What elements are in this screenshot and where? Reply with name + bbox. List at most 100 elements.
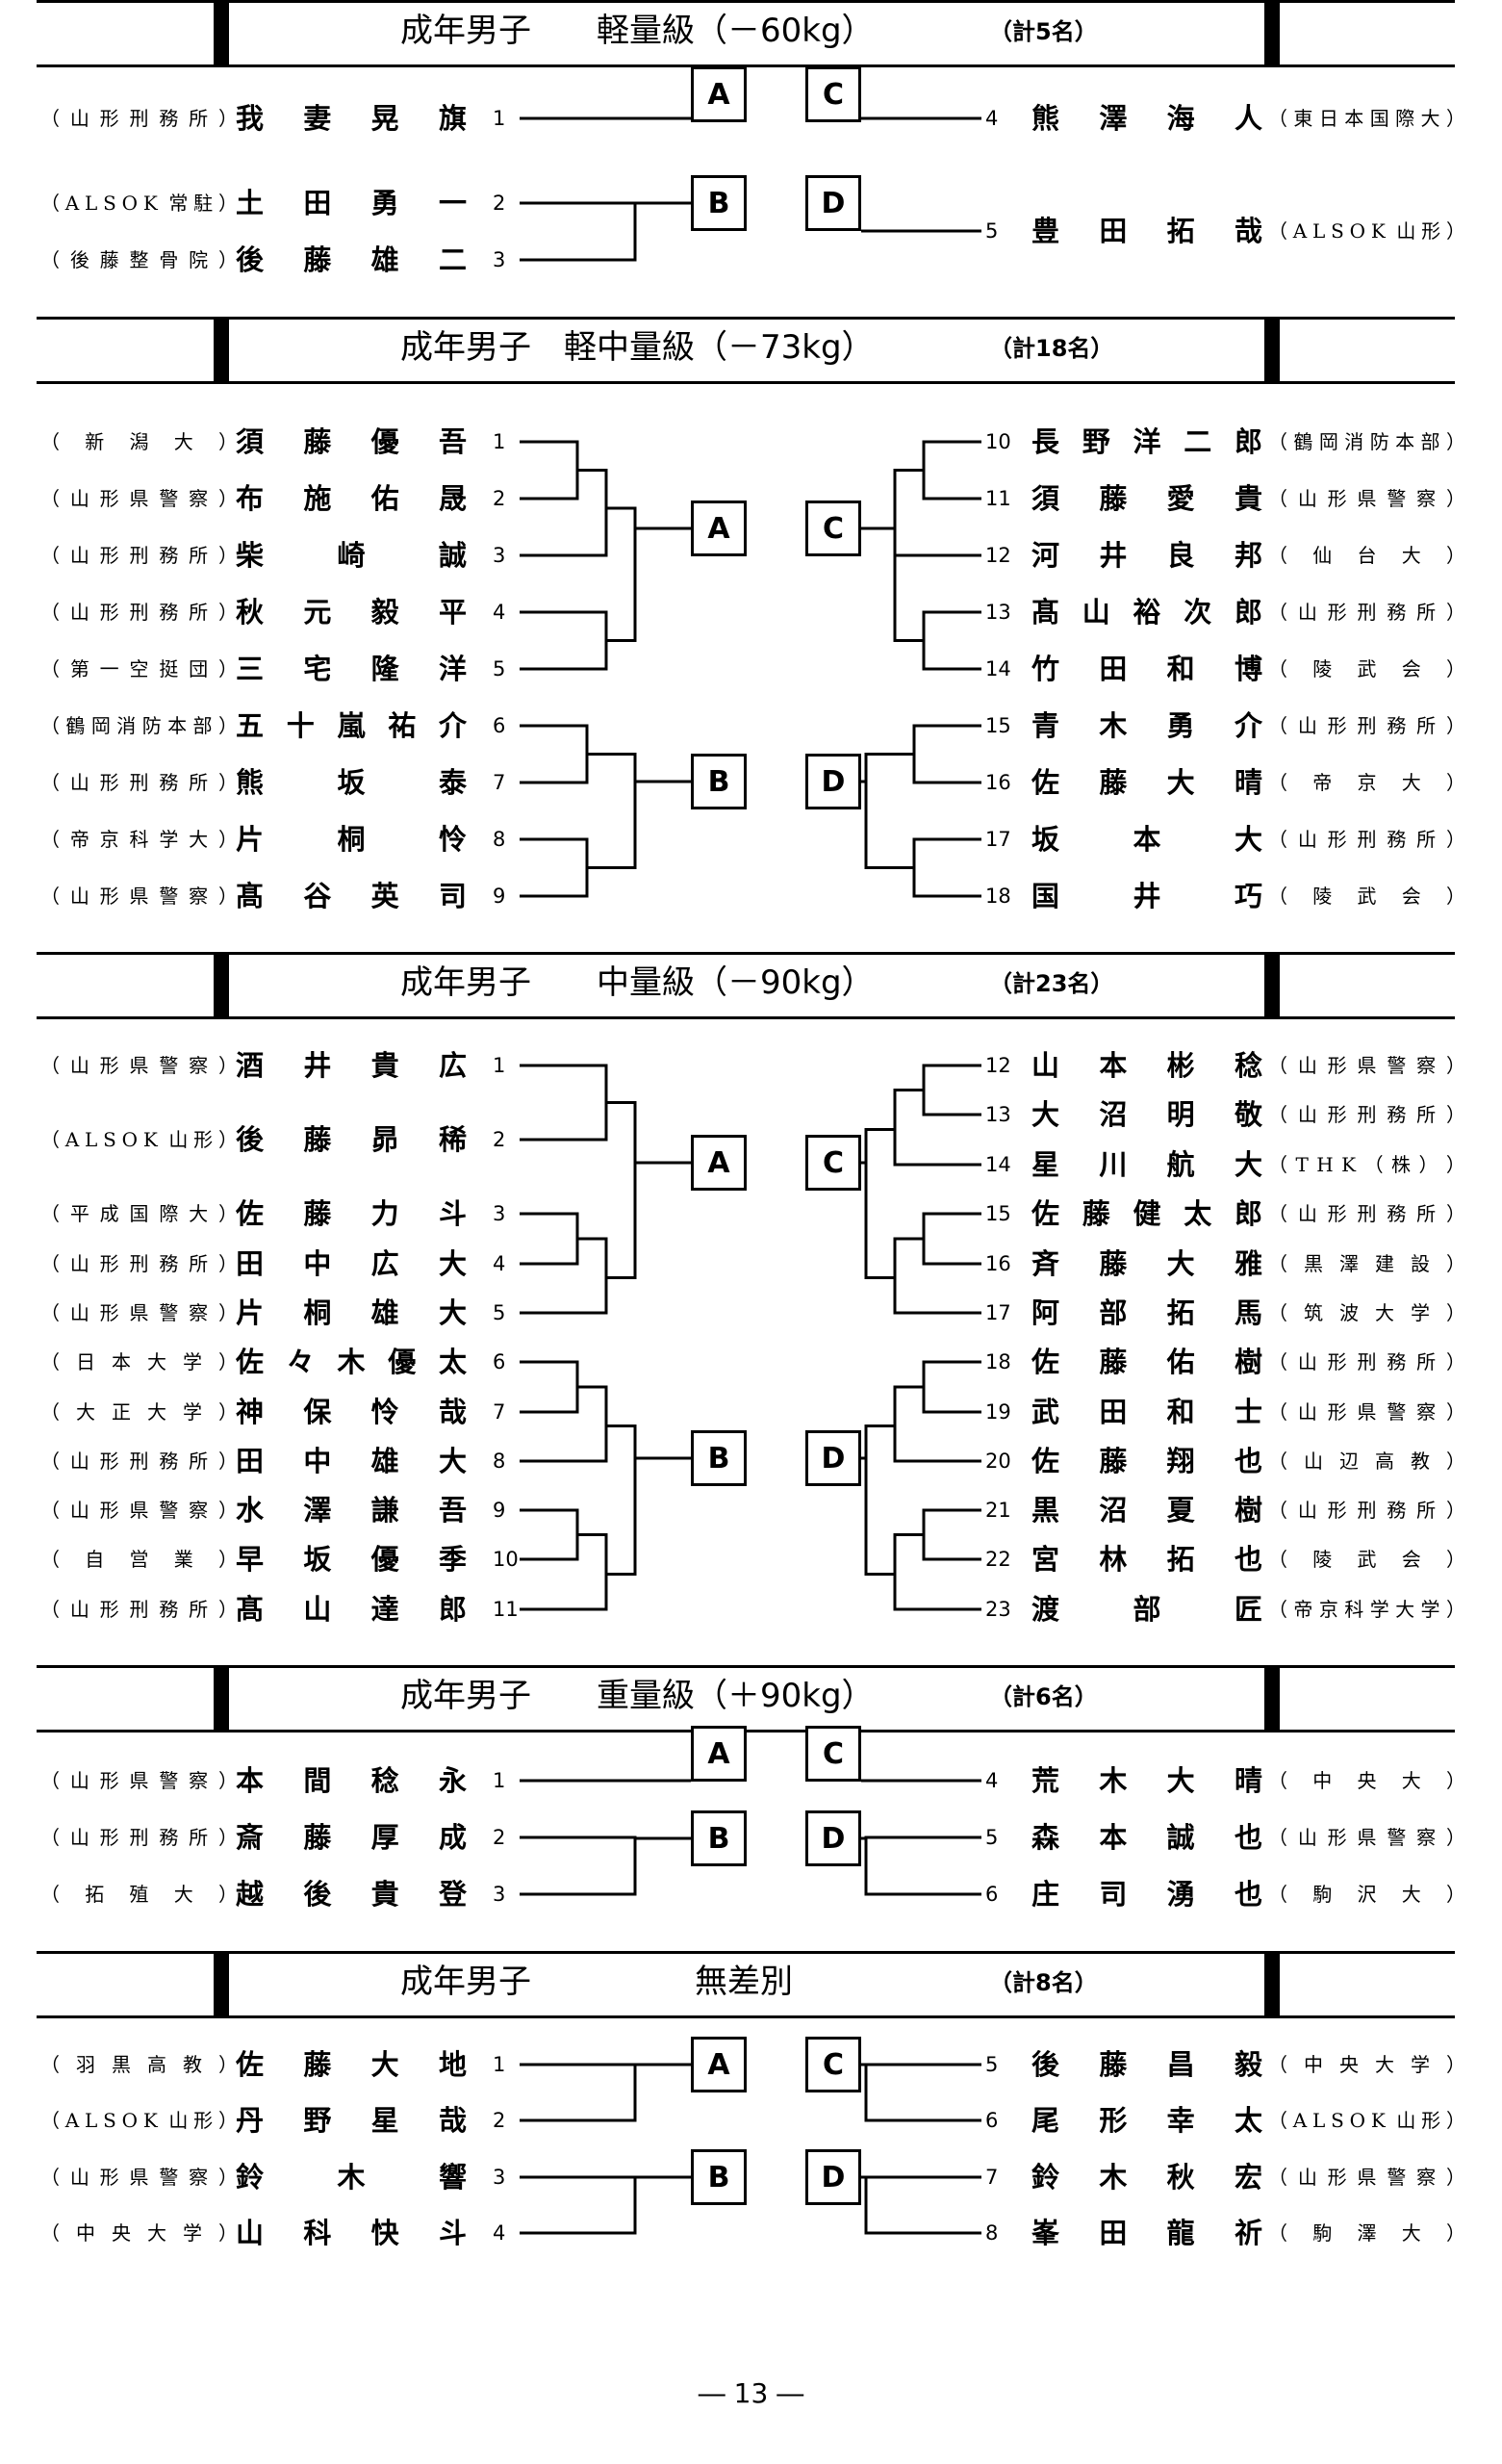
competitor-name: 田中雄大 (236, 1445, 467, 1477)
bracket-line (864, 753, 914, 869)
seed-number: 4 (493, 1252, 506, 1275)
competitor-name: 柴崎誠 (236, 539, 467, 572)
seed-number: 14 (985, 657, 1011, 680)
pool-box-b: B (691, 1810, 747, 1866)
affiliation: （黒澤建設） (1268, 1252, 1465, 1275)
bracket-line (864, 1835, 981, 1896)
affiliation: （羽黒高教） (40, 2053, 238, 2076)
competitor-name: 越後貴登 (236, 1878, 467, 1911)
seed-number: 12 (985, 1054, 1011, 1077)
competitor-right: （山形刑務所） 青木勇介 15 (0, 706, 1502, 745)
affiliation: （山形県警察） (40, 2166, 238, 2189)
competitor-name: 我妻晃旗 (236, 102, 467, 135)
affiliation: （山形県警察） (40, 487, 238, 510)
competitor-name: 竹田和博 (1031, 653, 1262, 685)
seed-number: 2 (493, 487, 506, 510)
competitor-name: 山本彬稔 (1031, 1049, 1262, 1082)
seed-number: 6 (985, 2109, 999, 2132)
seed-number: 8 (985, 2221, 999, 2245)
competitor-name: 髙谷英司 (236, 880, 467, 912)
pool-box-b: B (691, 754, 747, 809)
pool-box-c: C (805, 2037, 861, 2092)
affiliation: （山形県警察） (1268, 2166, 1465, 2189)
competitor-name: 田中広大 (236, 1247, 467, 1280)
seed-number: 16 (985, 771, 1011, 794)
seed-number: 3 (493, 544, 506, 567)
affiliation: （新潟大） (40, 430, 238, 453)
affiliation: （山形刑務所） (1268, 1103, 1465, 1126)
affiliation: （帝京科学大学） (1268, 1598, 1465, 1621)
seed-number: 1 (493, 2053, 506, 2076)
section-header-light-middleweight: 成年男子 軽中量級（－73kg） （計18名） (37, 317, 1455, 384)
seed-number: 17 (985, 1301, 1011, 1324)
seed-number: 18 (985, 1350, 1011, 1373)
bracket-line (864, 1128, 895, 1279)
affiliation: （中央大） (1268, 1769, 1465, 1792)
competitor-name: 鈴木秋宏 (1031, 2161, 1262, 2194)
competitor-name: 峯田龍祈 (1031, 2217, 1262, 2249)
bracket-line (606, 1101, 637, 1279)
pool-box-c: C (805, 500, 861, 556)
bracket-line (520, 2175, 637, 2235)
affiliation: （山形県警察） (40, 1769, 238, 1792)
seed-number: 15 (985, 714, 1011, 737)
section-title: 成年男子 無差別 (400, 1963, 793, 2001)
competitor-name: 河井良邦 (1031, 539, 1262, 572)
competitor-name: 青木勇介 (1031, 709, 1262, 742)
competitor-name: 佐藤翔也 (1031, 1445, 1262, 1477)
competitor-name: 後藤昌毅 (1031, 2048, 1262, 2081)
seed-number: 2 (493, 1826, 506, 1849)
pool-box-d: D (805, 1430, 861, 1486)
competitor-right: （山形県警察） 山本彬稔 12 (0, 1046, 1502, 1085)
seed-number: 17 (985, 828, 1011, 851)
seed-number: 2 (493, 192, 506, 215)
bracket-line (893, 1533, 981, 1611)
affiliation: （山形県警察） (1268, 1054, 1465, 1077)
competitor-name: 長野洋二郎 (1031, 425, 1262, 458)
bracket-line (606, 506, 637, 642)
competitor-name: 髙山達郎 (236, 1593, 467, 1626)
affiliation: （山形刑務所） (40, 601, 238, 624)
pool-box-a: A (691, 1726, 747, 1782)
section-header-lightweight: 成年男子 軽量級（－60kg） （計5名） (37, 0, 1455, 67)
affiliation: （山形刑務所） (1268, 714, 1465, 737)
affiliation: （山形刑務所） (40, 1598, 238, 1621)
header-bar-left (214, 1665, 229, 1732)
affiliation: （中央大学） (40, 2221, 238, 2245)
section-count: （計8名） (989, 1969, 1098, 1996)
section-count: （計23名） (989, 970, 1114, 997)
seed-number: 23 (985, 1598, 1011, 1621)
seed-number: 16 (985, 1252, 1011, 1275)
header-bar-left (214, 317, 229, 384)
seed-number: 15 (985, 1202, 1011, 1225)
header-bar-right (1264, 952, 1280, 1019)
affiliation: （陵武会） (1268, 885, 1465, 908)
competitor-name: 神保怜哉 (236, 1396, 467, 1428)
section-header-middleweight: 成年男子 中量級（－90kg） （計23名） (37, 952, 1455, 1019)
affiliation: （鶴岡消防本部） (40, 714, 238, 737)
